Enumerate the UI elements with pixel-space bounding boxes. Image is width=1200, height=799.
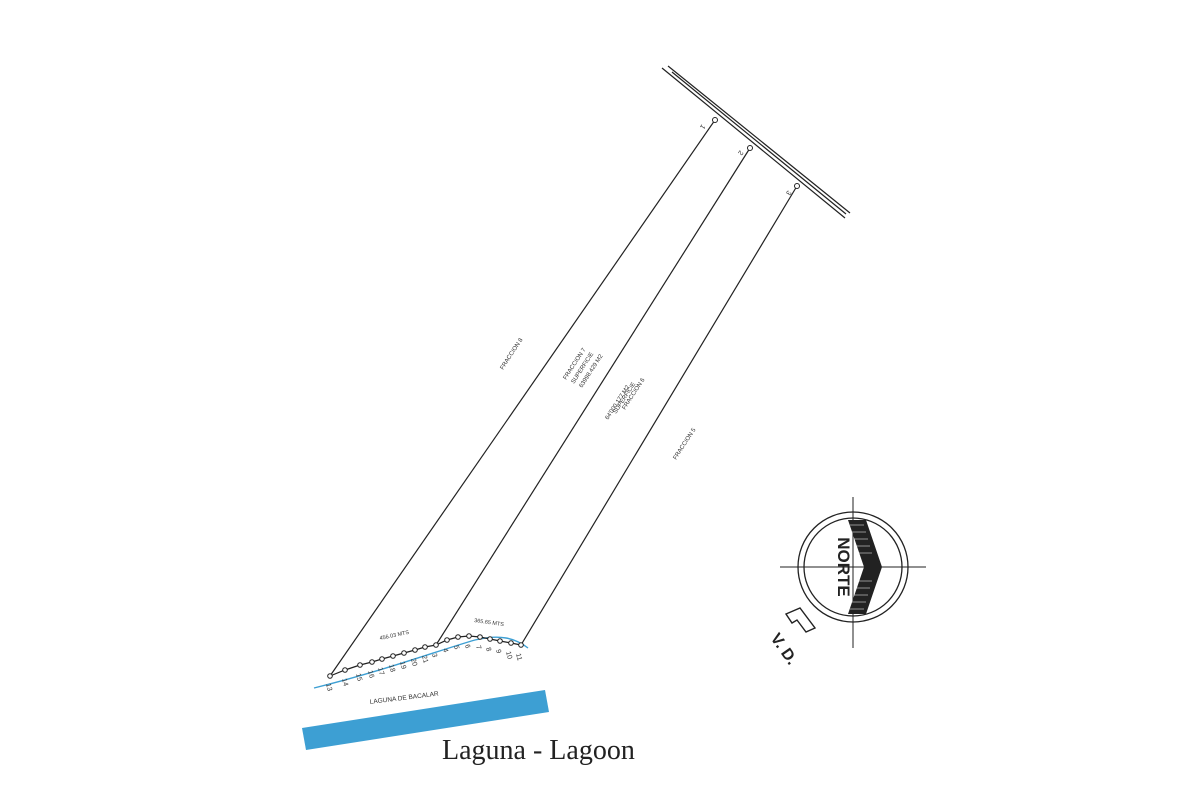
north-compass: NORTE <box>780 497 926 648</box>
road-point-label: 1 <box>698 123 706 130</box>
shore-point-label: 6 <box>463 644 471 650</box>
shore-point-label: 10 <box>504 651 513 660</box>
road <box>661 65 851 219</box>
shore-point-label: 17 <box>376 667 385 676</box>
lagoon-band <box>302 690 549 750</box>
compass-label: NORTE <box>834 537 853 597</box>
vd-arrow-icon <box>784 607 817 633</box>
shore-point-label: 16 <box>366 670 375 679</box>
vd-marker: V. D. <box>767 607 817 669</box>
frontage-right-label: 365.65 MTS <box>474 618 505 628</box>
vd-label: V. D. <box>767 631 800 669</box>
road-vertex-labels: 1 2 3 <box>698 123 792 196</box>
boundary-lines <box>329 119 798 677</box>
caption: Laguna - Lagoon <box>442 735 635 766</box>
north-arrow-icon <box>848 520 882 614</box>
shore-point-label: 21 <box>420 655 429 664</box>
shore-point-label: 11 <box>514 653 523 662</box>
road-point-label: 2 <box>736 149 744 156</box>
road-vertices <box>712 117 800 189</box>
shore-point-label: 14 <box>340 678 349 687</box>
shore-vertices <box>327 633 524 679</box>
shore-point-label: 20 <box>409 658 418 667</box>
fraction-8-label: FRACCION 8 <box>500 337 525 371</box>
frontage-left-label: 456.03 MTS <box>379 630 410 642</box>
shore-point-label: 8 <box>484 647 492 653</box>
shoreline <box>313 636 529 689</box>
shore-point-label: 4 <box>441 648 449 654</box>
shore-point-label: 13 <box>324 683 333 692</box>
shore-point-label: 18 <box>387 664 396 673</box>
shore-point-label: 5 <box>452 645 460 651</box>
shore-point-label: 7 <box>474 645 482 651</box>
road-point-label: 3 <box>784 189 792 196</box>
shore-vertex-labels: 13 14 15 16 17 18 19 20 21 3 4 5 6 7 8 9… <box>324 644 523 692</box>
boundary-line-7-6 <box>435 147 751 646</box>
shore-point-label: 19 <box>398 661 407 670</box>
fraction-labels: FRACCION 8 FRACCION 7 SUPERFICIE 63998.4… <box>500 337 698 461</box>
shore-point-label: 3 <box>430 653 438 659</box>
shore-point-label: 9 <box>494 649 502 655</box>
lake-label: LAGUNA DE BACALAR <box>369 691 439 706</box>
boundary-line-6-5 <box>520 185 798 646</box>
shore-point-label: 15 <box>354 673 363 682</box>
boundary-line-8-7 <box>329 119 716 677</box>
fraction-5-label: FRACCION 5 <box>673 427 698 461</box>
